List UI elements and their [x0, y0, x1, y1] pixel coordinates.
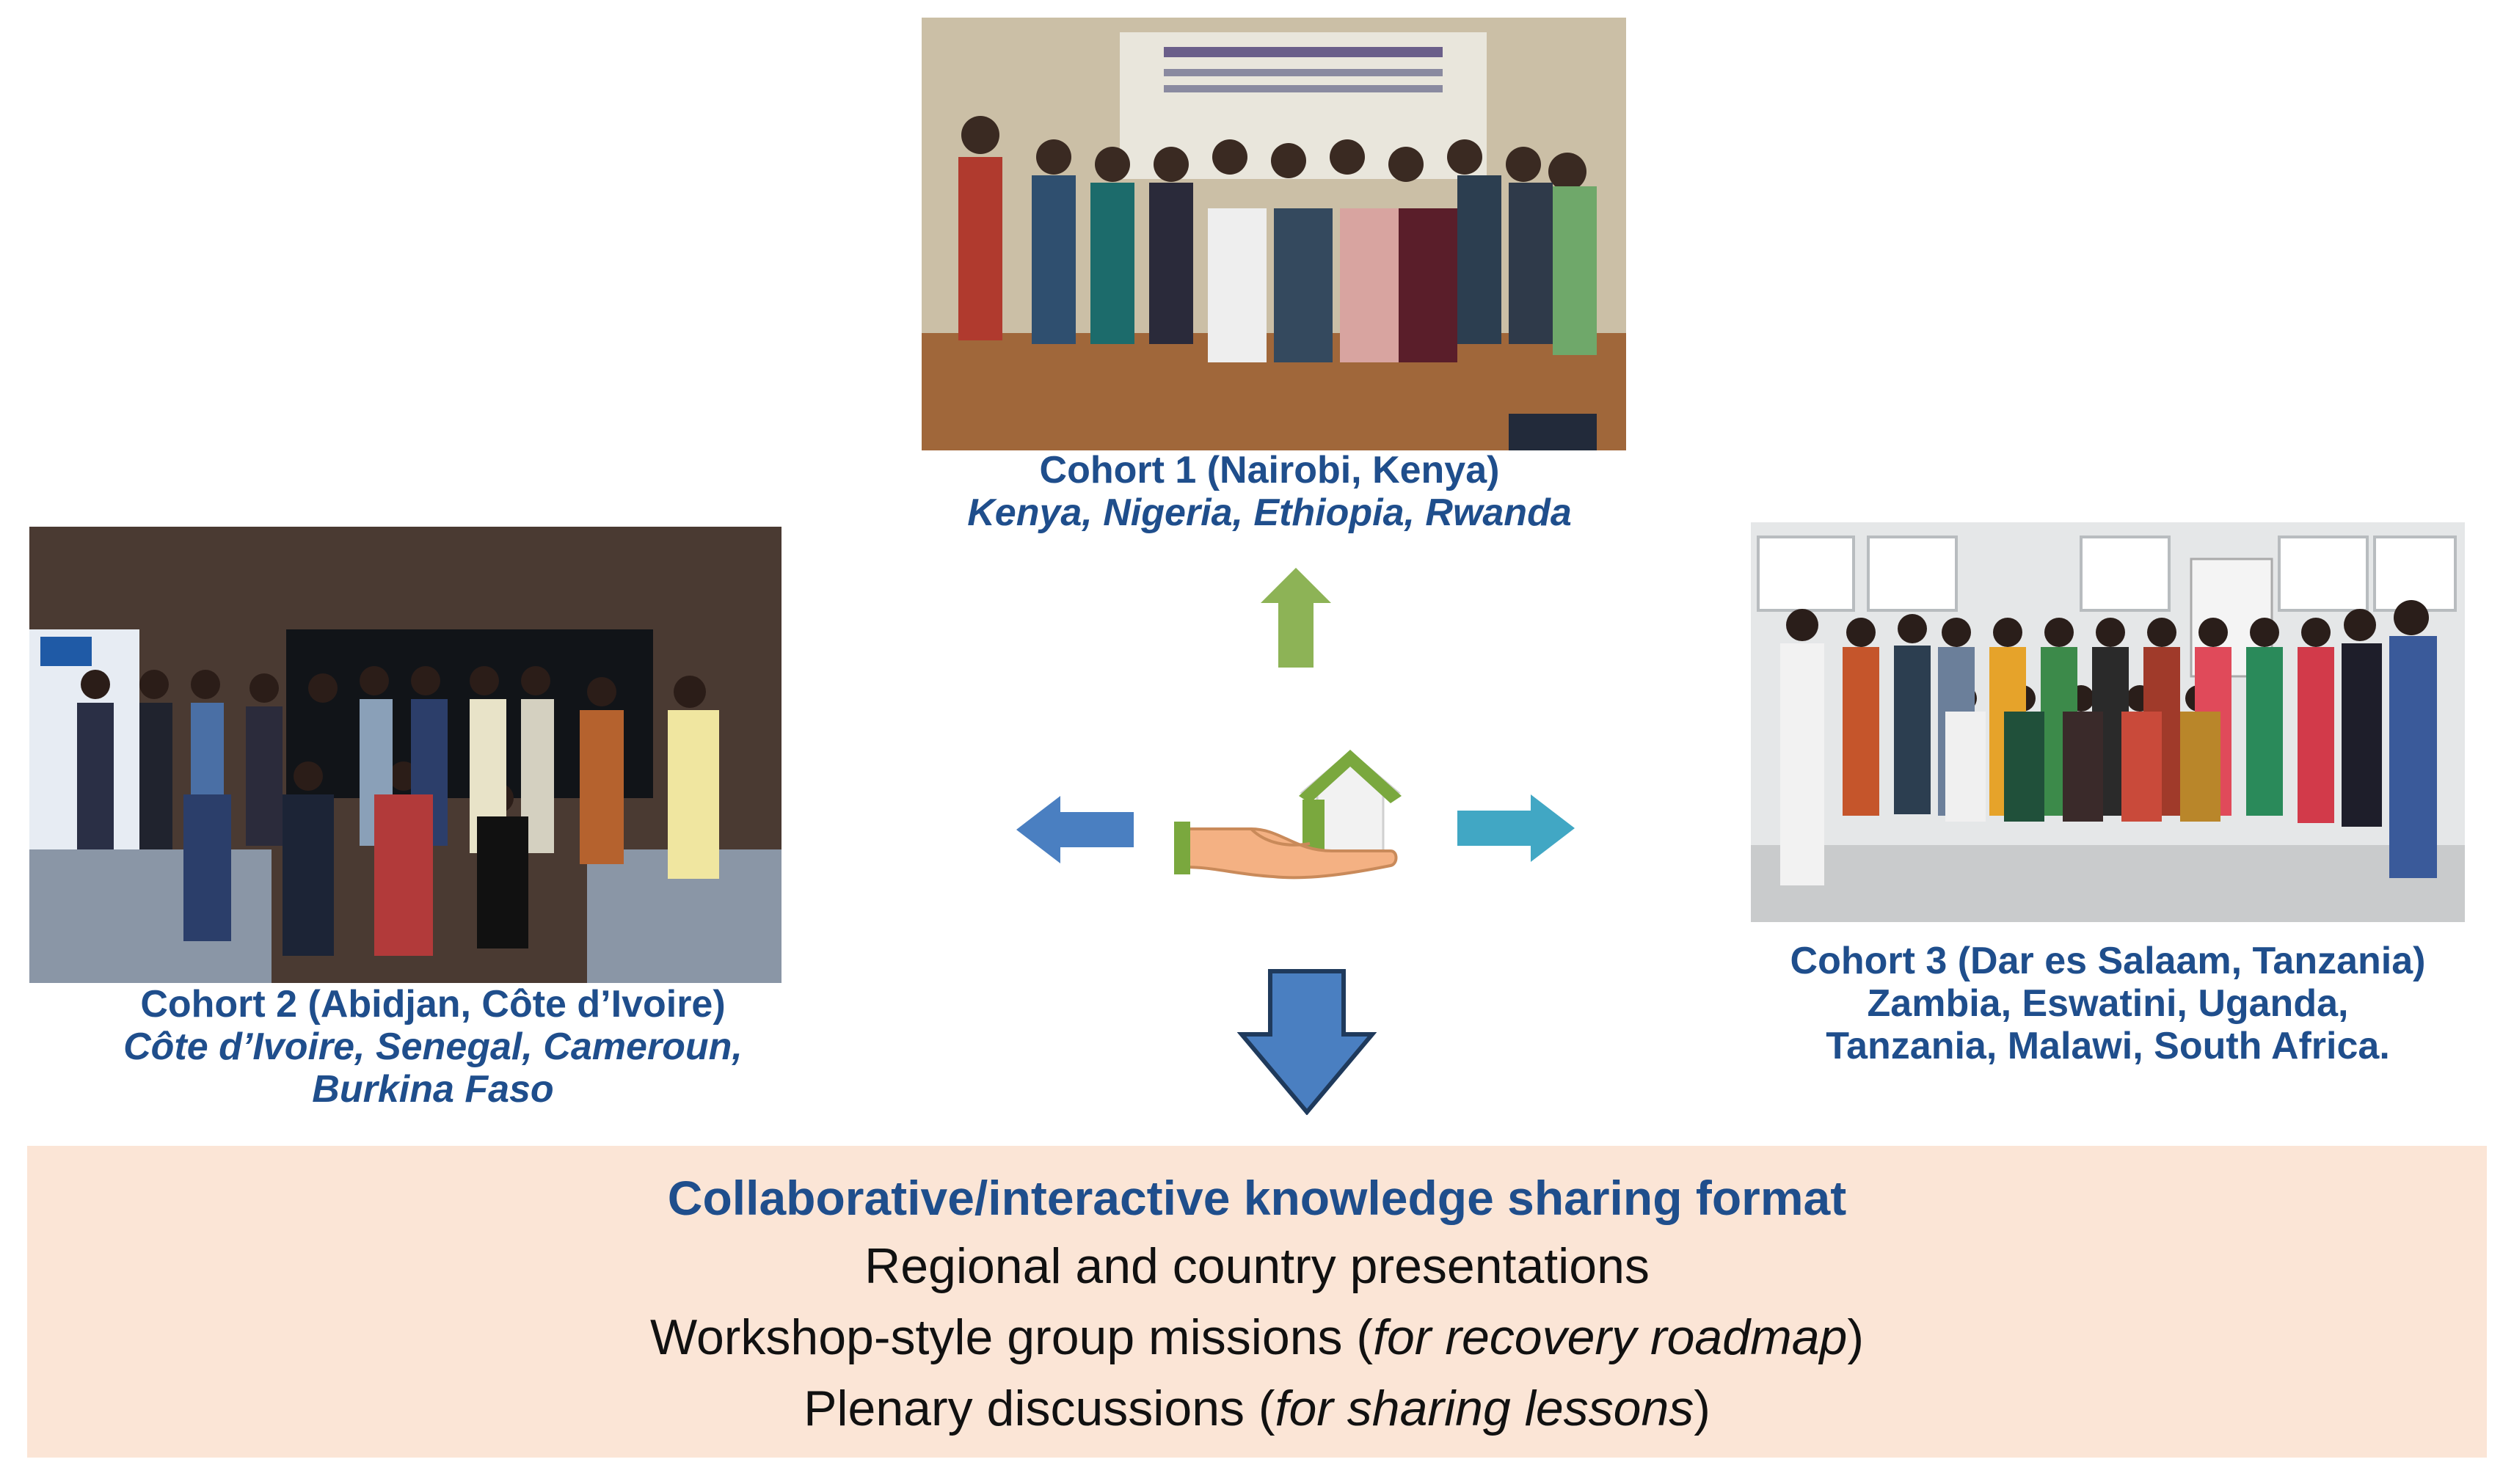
- format-line-1: Regional and country presentations: [27, 1231, 2487, 1302]
- format-line-3: Plenary discussions (for sharing lessons…: [27, 1373, 2487, 1444]
- format-heading: Collaborative/interactive knowledge shar…: [667, 1171, 1847, 1225]
- cohort1-countries: Kenya, Nigeria, Ethiopia, Rwanda: [967, 491, 1572, 534]
- cohort2-caption: Cohort 2 (Abidjan, Côte d’Ivoire) Côte d…: [29, 983, 837, 1111]
- cohort2-group-photo: [29, 527, 781, 983]
- cohort3-title: Cohort 3 (Dar es Salaam, Tanzania): [1790, 940, 2426, 982]
- left-arrow-icon: [1016, 796, 1134, 863]
- format-line-2: Workshop-style group missions (for recov…: [27, 1302, 2487, 1373]
- right-arrow-icon: [1457, 794, 1575, 862]
- format-line-3-prefix: Plenary discussions (: [804, 1381, 1275, 1436]
- down-arrow-icon: [1237, 968, 1377, 1115]
- format-line-1-text: Regional and country presentations: [864, 1238, 1650, 1294]
- cohort1-title: Cohort 1 (Nairobi, Kenya): [1039, 449, 1500, 491]
- cohort1-group-photo: [922, 18, 1626, 450]
- format-line-3-suffix: ): [1694, 1381, 1710, 1436]
- cohort1-caption: Cohort 1 (Nairobi, Kenya) Kenya, Nigeria…: [844, 449, 1695, 534]
- cohort3-countries-line1: Zambia, Eswatini, Uganda,: [1867, 982, 2349, 1025]
- knowledge-sharing-format-box: Collaborative/interactive knowledge shar…: [27, 1146, 2487, 1458]
- format-line-2-prefix: Workshop-style group missions (: [650, 1309, 1374, 1365]
- cohort2-countries-line1: Côte d’Ivoire, Senegal, Cameroun,: [123, 1026, 743, 1068]
- cohort3-countries-line2: Tanzania, Malawi, South Africa.: [1826, 1025, 2390, 1067]
- cohort2-title: Cohort 2 (Abidjan, Côte d’Ivoire): [140, 983, 726, 1026]
- up-arrow-icon: [1261, 568, 1331, 668]
- format-line-2-italic: for recovery roadmap: [1373, 1309, 1848, 1365]
- format-line-2-suffix: ): [1847, 1309, 1864, 1365]
- cohort3-caption: Cohort 3 (Dar es Salaam, Tanzania) Zambi…: [1688, 940, 2503, 1067]
- hand-holding-house-icon: [1170, 741, 1413, 888]
- format-line-3-italic: for sharing lessons: [1275, 1381, 1694, 1436]
- cohort3-group-photo: [1751, 522, 2465, 922]
- cohort2-countries-line2: Burkina Faso: [312, 1068, 554, 1111]
